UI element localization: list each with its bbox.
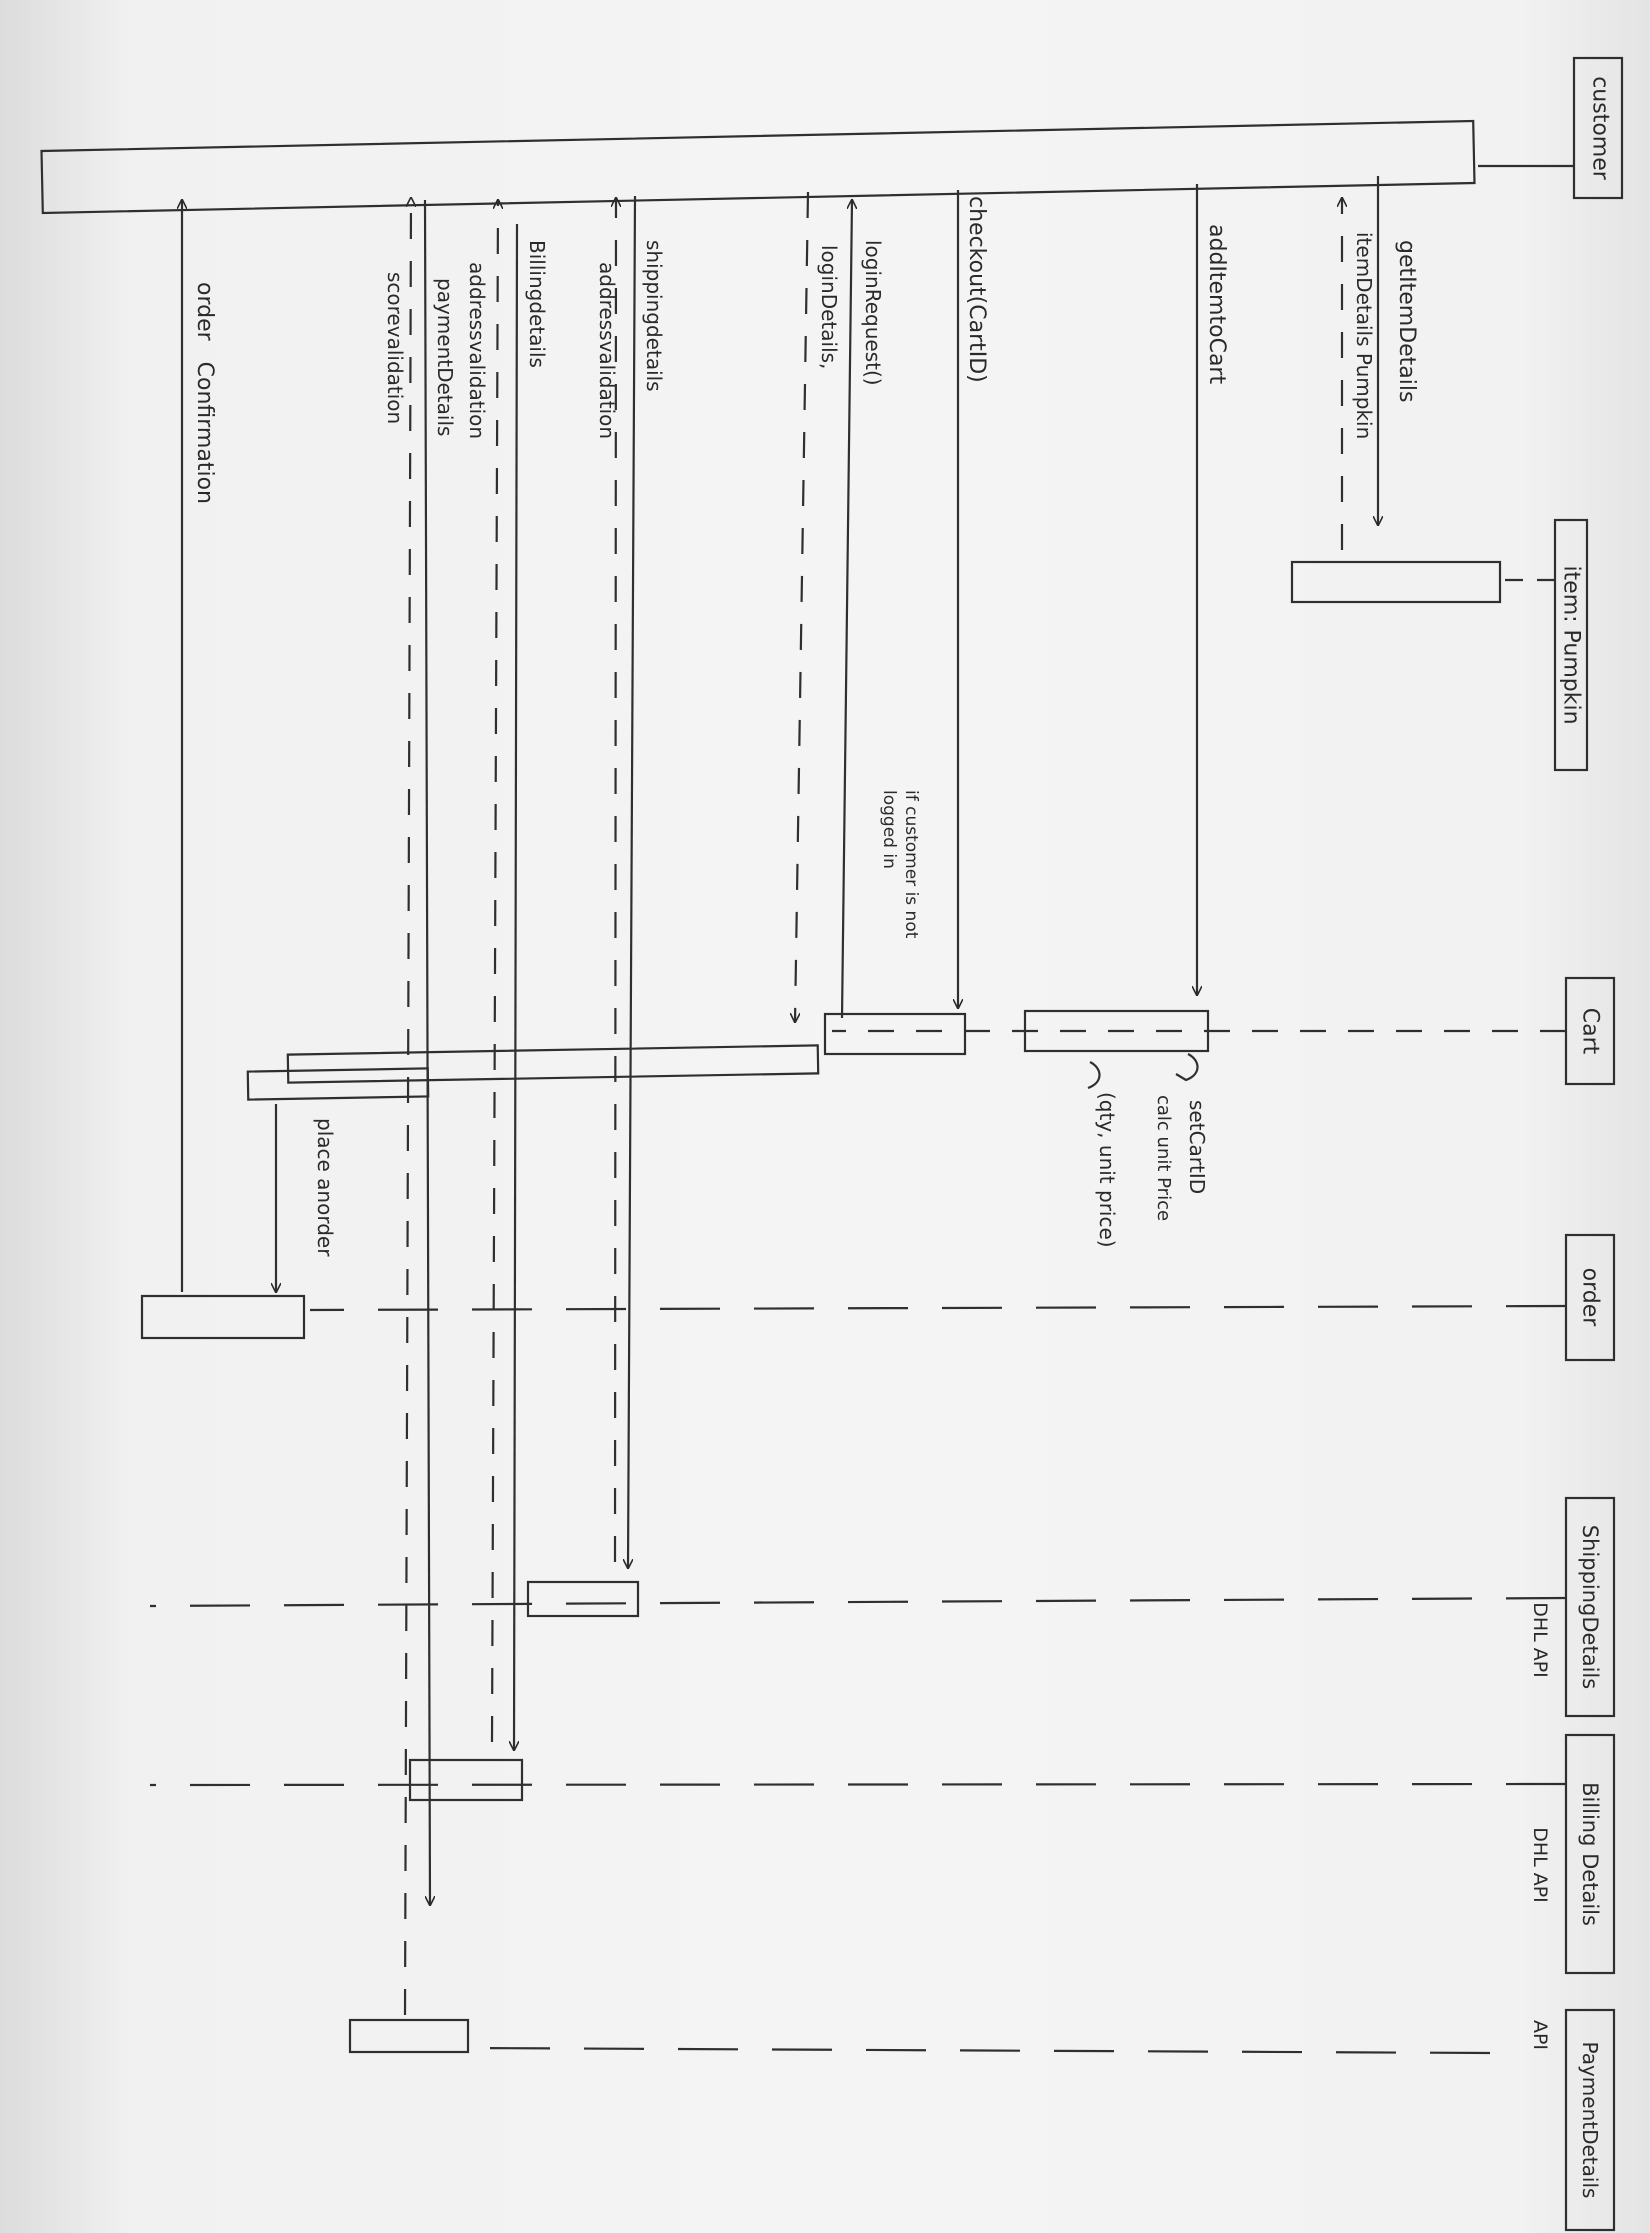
activation-cart-2 <box>823 1012 967 1056</box>
label-order-confirmation: order Confirmation <box>192 282 217 504</box>
participant-note: DHL API <box>1529 1827 1551 1903</box>
lifeline-billing <box>149 1782 1567 1787</box>
activation-item <box>1290 560 1502 604</box>
participant-label: Cart <box>1578 1008 1603 1055</box>
label-add-item-to-cart: addItemtoCart <box>1204 224 1229 384</box>
message-shipping-details <box>628 195 637 1568</box>
participant-label: item: Pumpkin <box>1559 565 1584 724</box>
participant-note: DHL API <box>1529 1602 1551 1678</box>
activation-order <box>140 1294 306 1340</box>
participant-box <box>1553 518 1589 772</box>
self-call-calc-unit-price <box>1087 1061 1101 1090</box>
label-qty-unit-price: (qty, unit price) <box>1095 1092 1119 1248</box>
participant-order: order <box>1564 1233 1616 1362</box>
participant-box <box>1564 1733 1616 1975</box>
participant-customer: customer <box>1572 56 1624 200</box>
label-checkout: checkout(CartID) <box>964 196 989 383</box>
lifeline-shipping <box>149 1596 1567 1608</box>
participant-box <box>1564 1233 1616 1362</box>
activation-cart-1 <box>1023 1009 1210 1053</box>
participant-item: item: Pumpkin <box>1553 518 1589 772</box>
label-item-details-pumpkin: itemDetails Pumpkin <box>1352 232 1376 439</box>
label-shipping-details: shippingdetails <box>642 240 666 392</box>
participant-box <box>1564 2008 1616 2232</box>
participant-label: customer <box>1588 76 1613 181</box>
activation-cart-3 <box>286 1044 820 1084</box>
participant-label: order <box>1578 1268 1603 1328</box>
participant-billing: Billing Details DHL API <box>1529 1733 1616 1975</box>
message-billing-details <box>514 223 517 1750</box>
label-login-details: loginDetails, <box>817 245 841 369</box>
participant-box <box>1572 56 1624 200</box>
label-calc-unit-price: calc unit Price <box>1153 1095 1174 1221</box>
participant-label: ShippingDetails <box>1578 1525 1602 1689</box>
message-login-details <box>795 191 810 1022</box>
activation-shipping <box>526 1580 640 1618</box>
lifeline-order <box>309 1304 1567 1312</box>
participant-label: Billing Details <box>1578 1782 1602 1926</box>
label-address-validation: addressvalidation <box>595 262 619 439</box>
self-call-set-cart-id <box>1175 1053 1199 1082</box>
message-address-validation <box>615 198 616 1563</box>
participant-box <box>1564 1496 1616 1718</box>
activation-payment <box>348 2018 470 2054</box>
guard-note-line1: if customer is not <box>901 790 921 939</box>
participant-cart: Cart <box>1564 976 1616 1086</box>
label-address-validation-2: addressvalidation <box>465 262 489 439</box>
label-payment-details: paymentDetails <box>433 278 457 436</box>
guard-note-line2: logged in <box>879 790 899 869</box>
label-login-request: loginRequest() <box>861 240 885 386</box>
activation-customer <box>40 119 1476 215</box>
participant-note: API <box>1529 2020 1551 2050</box>
participant-shipping: ShippingDetails DHL API <box>1529 1496 1616 1718</box>
message-score-validation <box>403 198 411 2016</box>
activation-billing <box>408 1758 524 1802</box>
lifeline-payment <box>469 2046 1491 2055</box>
label-billing-details: Billingdetails <box>525 240 549 368</box>
activation-cart-4 <box>246 1067 430 1101</box>
label-score-validation: scorevalidation <box>383 272 407 424</box>
message-login-request <box>840 200 852 1019</box>
label-set-cart-id: setCartID <box>1185 1100 1209 1194</box>
label-place-an-order: place anorder <box>313 1118 337 1257</box>
message-payment-details <box>423 199 430 1905</box>
participant-payment: PaymentDetails API <box>1529 2008 1616 2232</box>
participant-label: PaymentDetails <box>1578 2042 1602 2199</box>
message-labels: getItemDetails itemDetails Pumpkin addIt… <box>192 196 1419 1257</box>
label-get-item-details: getItemDetails <box>1394 240 1419 402</box>
message-address-validation-2 <box>490 200 498 1743</box>
